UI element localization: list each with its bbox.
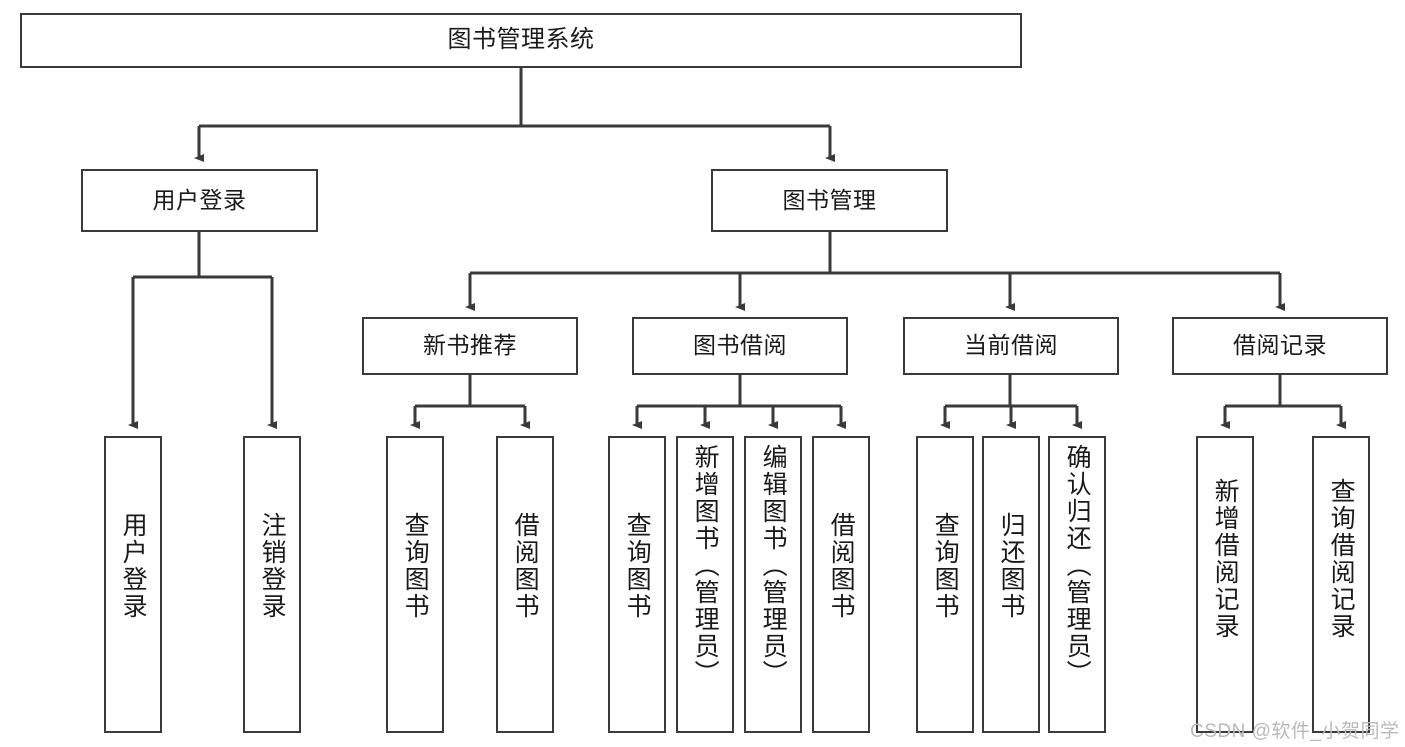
node-label: 借阅记录 <box>1233 332 1327 359</box>
leaf-return-book[interactable]: 归还图书 <box>982 436 1040 733</box>
leaf-query-book-current[interactable]: 查询图书 <box>916 436 974 733</box>
node-user-login[interactable]: 用户登录 <box>81 169 318 232</box>
node-label: 新增图书（管理员） <box>691 444 720 687</box>
leaf-add-book-admin[interactable]: 新增图书（管理员） <box>676 436 734 733</box>
node-book-management[interactable]: 图书管理 <box>711 169 948 232</box>
leaf-query-borrow-record[interactable]: 查询借阅记录 <box>1312 436 1370 733</box>
leaf-add-borrow-record[interactable]: 新增借阅记录 <box>1196 436 1254 733</box>
leaf-query-book-borrow[interactable]: 查询图书 <box>608 436 666 733</box>
watermark-text: CSDN @软件_小贺同学 <box>1190 721 1400 742</box>
node-label: 当前借阅 <box>964 332 1058 359</box>
node-label: 借阅图书 <box>511 512 540 620</box>
leaf-borrow-book-new[interactable]: 借阅图书 <box>496 436 554 733</box>
node-label: 图书管理 <box>782 186 877 213</box>
leaf-confirm-return-admin[interactable]: 确认归还（管理员） <box>1048 436 1106 733</box>
node-new-book-recommend[interactable]: 新书推荐 <box>362 317 578 375</box>
leaf-query-book-new[interactable]: 查询图书 <box>386 436 444 733</box>
leaf-edit-book-admin[interactable]: 编辑图书（管理员） <box>744 436 802 733</box>
node-label: 确认归还（管理员） <box>1063 444 1092 687</box>
node-book-borrow[interactable]: 图书借阅 <box>632 317 848 375</box>
node-borrow-record[interactable]: 借阅记录 <box>1172 317 1388 375</box>
node-label: 查询借阅记录 <box>1327 478 1356 640</box>
node-current-borrow[interactable]: 当前借阅 <box>903 317 1119 375</box>
node-label: 用户登录 <box>119 512 148 620</box>
node-label: 注销登录 <box>258 512 287 620</box>
leaf-logout[interactable]: 注销登录 <box>243 436 301 733</box>
node-root-system[interactable]: 图书管理系统 <box>20 13 1022 68</box>
node-label: 新增借阅记录 <box>1211 478 1240 640</box>
leaf-user-login[interactable]: 用户登录 <box>104 436 162 733</box>
node-label: 借阅图书 <box>827 512 856 620</box>
node-label: 用户登录 <box>152 186 247 213</box>
node-label: 编辑图书（管理员） <box>759 444 788 687</box>
leaf-borrow-book[interactable]: 借阅图书 <box>812 436 870 733</box>
node-label: 查询图书 <box>623 512 652 620</box>
node-label: 图书借阅 <box>693 332 787 359</box>
node-label: 新书推荐 <box>423 332 517 359</box>
node-label: 图书管理系统 <box>447 26 595 54</box>
node-label: 归还图书 <box>997 512 1026 620</box>
node-label: 查询图书 <box>401 512 430 620</box>
node-label: 查询图书 <box>931 512 960 620</box>
